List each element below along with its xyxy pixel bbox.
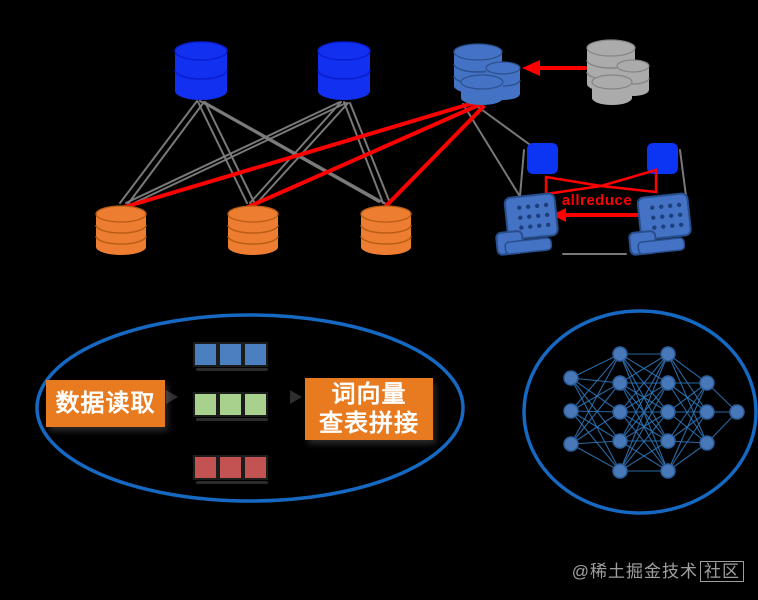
- watermark-boxed-text: 社区: [700, 561, 744, 582]
- worker-db-icon-2: [227, 205, 279, 255]
- trainer-data-block-right: [647, 143, 678, 174]
- machine-icon-right: [628, 192, 692, 256]
- embedding-lookup-label-line1: 词向量: [331, 380, 407, 408]
- red-transfer-arrow: [522, 60, 587, 76]
- pipeline-ellipse: [35, 313, 465, 503]
- data-read-label: 数据读取: [55, 389, 156, 417]
- data-read-box: 数据读取: [46, 380, 165, 427]
- server-db-icon-1: [174, 41, 228, 100]
- red-aggregation-lines: [116, 99, 485, 211]
- watermark: @稀土掘金技术社区: [572, 557, 744, 582]
- neural-network: [563, 346, 745, 479]
- parameter-server-links: [119, 100, 534, 205]
- allreduce-cross-lines: [544, 168, 658, 196]
- embedding-lookup-box: 词向量 查表拼接: [305, 378, 433, 440]
- nn-ellipse: [522, 309, 758, 515]
- pipeline-flow-arrows: [166, 390, 302, 404]
- sample-grid: [193, 342, 268, 484]
- machine-icon-left: [495, 192, 559, 256]
- embedding-lookup-label-line2: 查表拼接: [319, 410, 419, 437]
- storage-cluster-blue-icon: [453, 43, 521, 105]
- allreduce-arrow: [552, 208, 652, 225]
- allreduce-label: allreduce: [561, 192, 633, 209]
- trainer-data-block-left: [527, 143, 558, 174]
- worker-db-icon-3: [360, 205, 412, 255]
- storage-cluster-gray-icon: [586, 39, 650, 105]
- trainer-exchange-links: [519, 149, 687, 255]
- worker-db-icon-1: [95, 205, 147, 255]
- watermark-text: @稀土掘金技术: [571, 562, 698, 581]
- server-db-icon-2: [317, 41, 371, 100]
